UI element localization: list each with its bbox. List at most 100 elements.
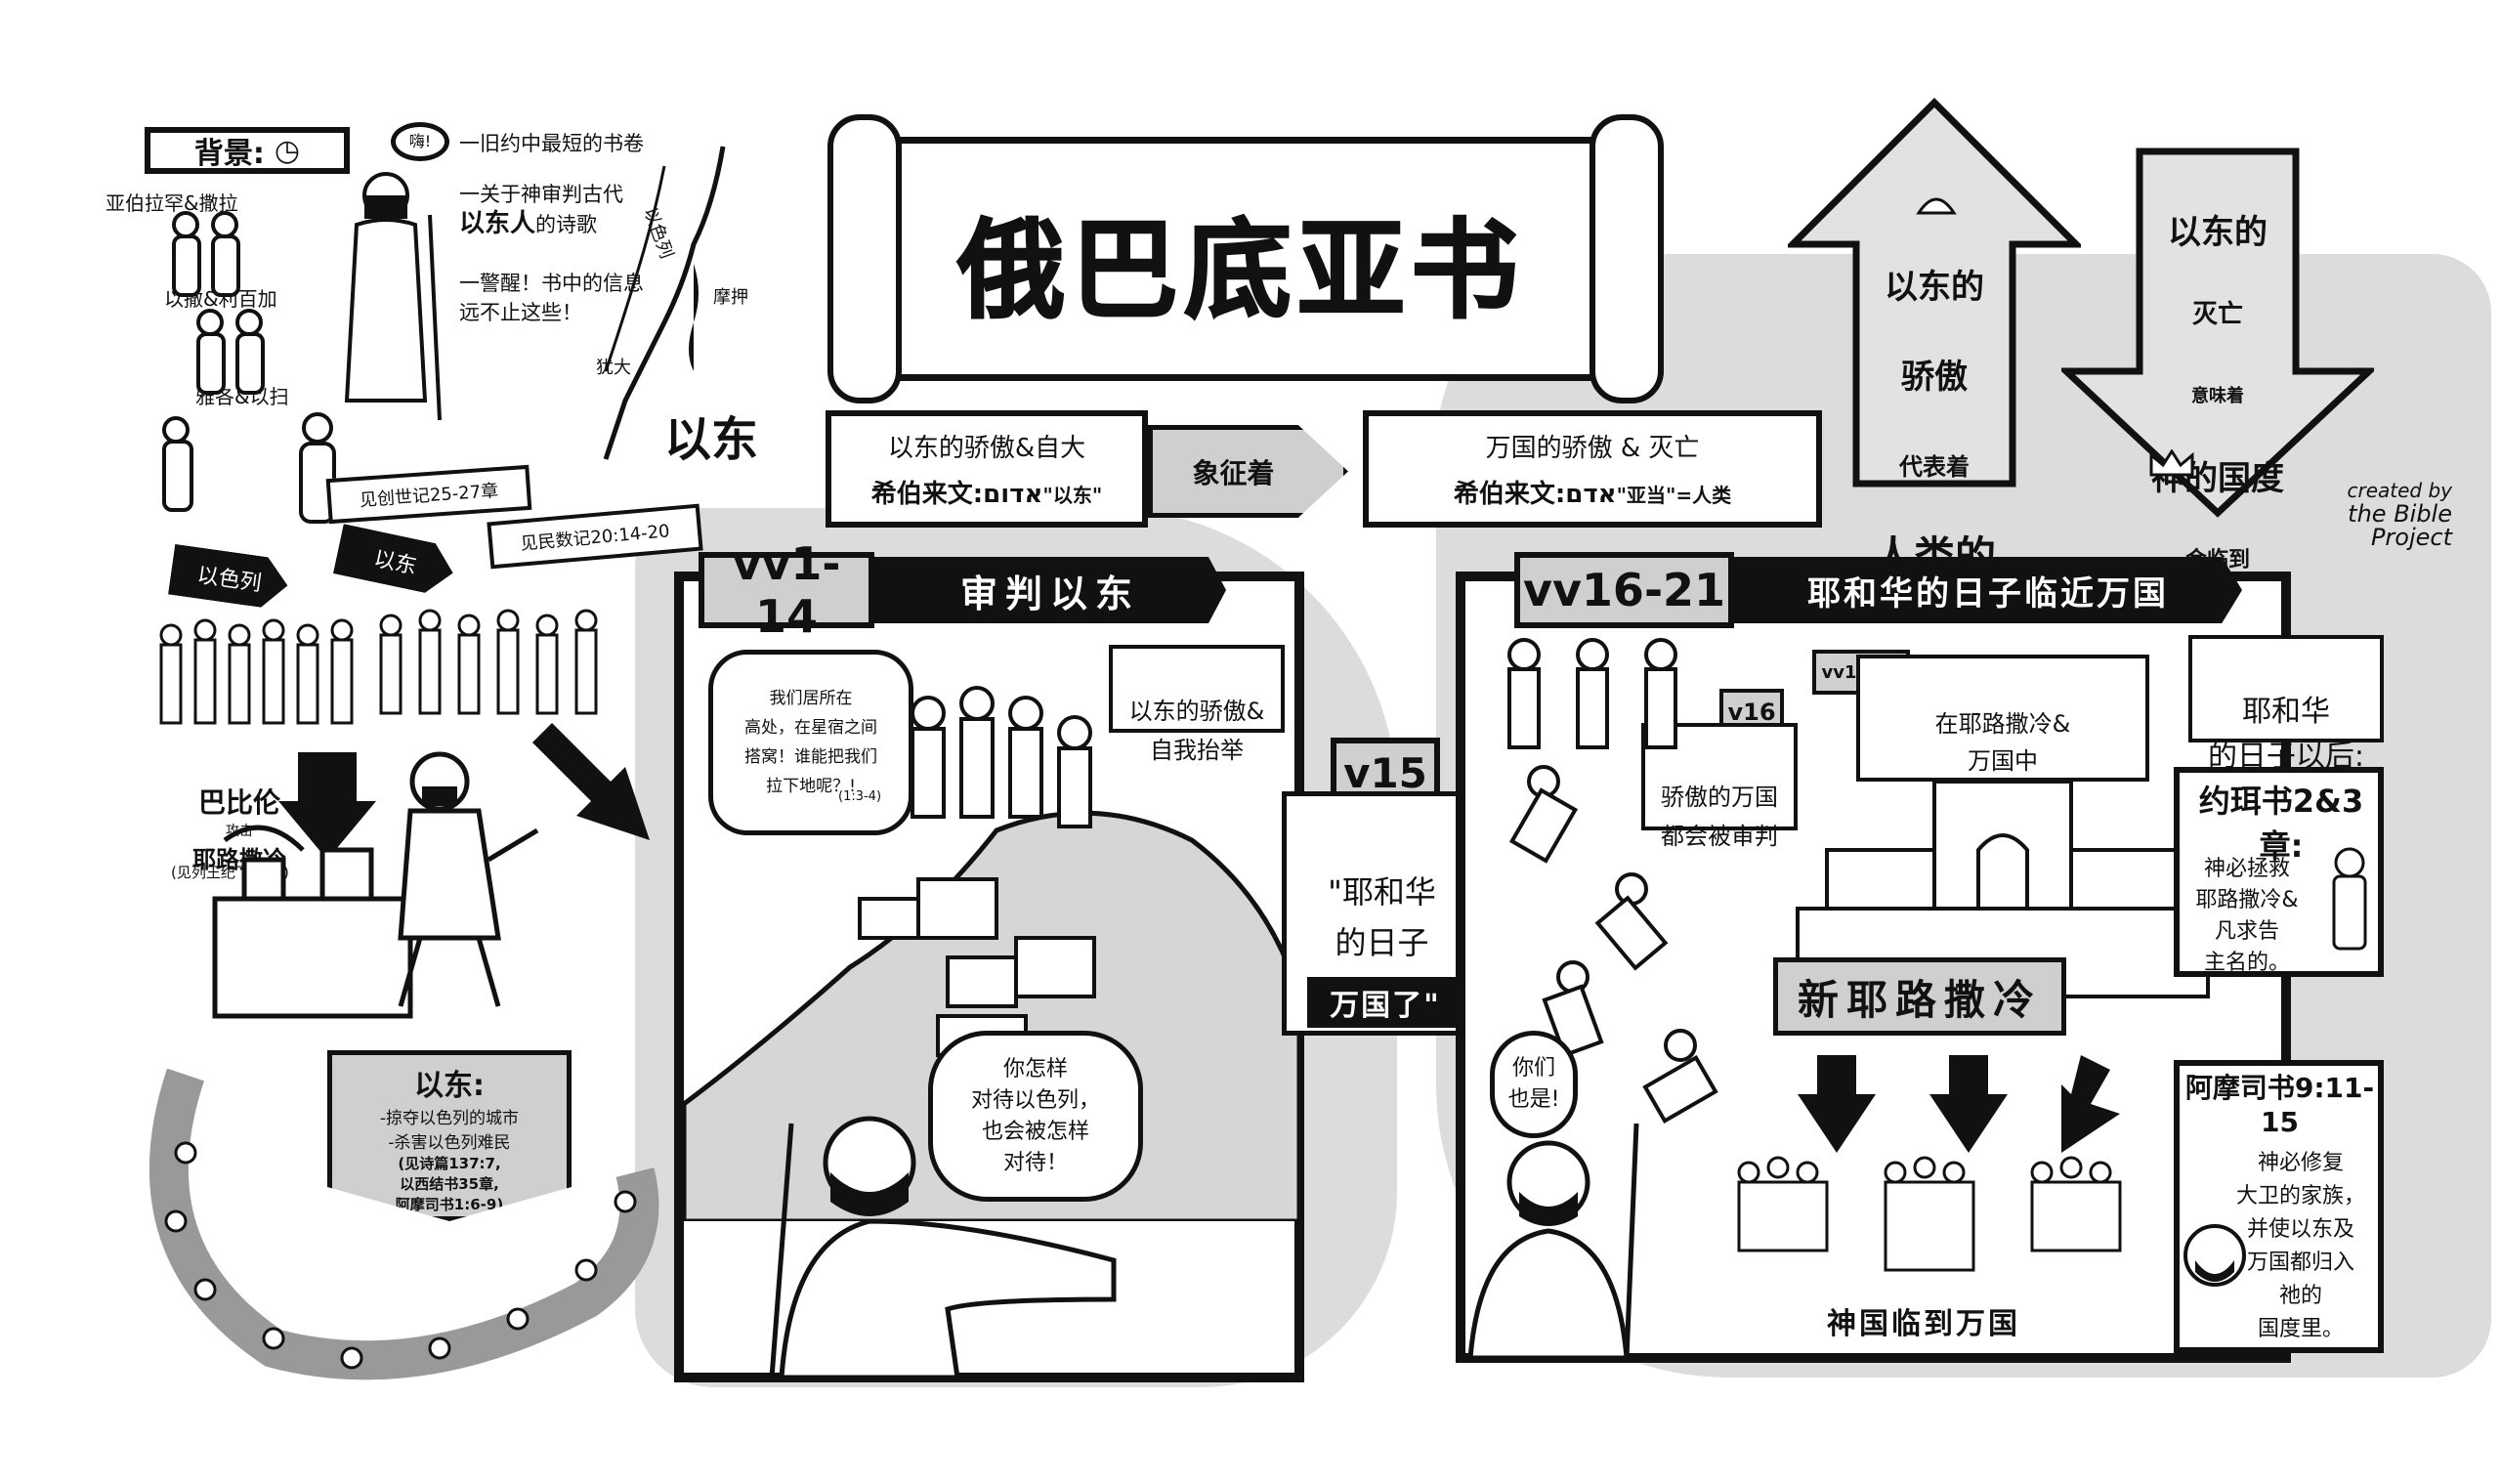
- background-label-text: 背景:: [193, 137, 265, 171]
- banner-right-line1: 万国的骄傲 & 灭亡: [1485, 434, 1700, 463]
- figure-praying-icon: [2332, 847, 2367, 951]
- prophet-pointing-illustration: [769, 1116, 1117, 1378]
- babylon-warrior-illustration: [212, 751, 539, 1019]
- map-illustration: [603, 146, 726, 460]
- ref-genesis-text: 见创世记25-27章: [359, 481, 499, 511]
- new-jerusalem-banner: 新耶路撒冷: [1773, 957, 2066, 1036]
- section1-heading: 审判以东: [959, 572, 1140, 615]
- new-jerusalem-illustration: [1796, 780, 2210, 998]
- title-text: 俄巴底亚书: [956, 207, 1524, 334]
- note-edom: 以东人: [459, 209, 536, 238]
- clock-icon: ◷: [274, 133, 301, 168]
- joel-body: 神必拯救 耶路撒冷& 凡求告 主名的。: [2195, 857, 2299, 975]
- amos-text: 神必修复 大卫的家族， 并使以东及 万国都归入 祂的 国度里。: [2218, 1114, 2384, 1346]
- amos-scroll: [2174, 1060, 2384, 1353]
- map-label-moab: 摩押: [713, 287, 748, 308]
- nations-crowds-illustration: [1737, 1156, 2122, 1272]
- note-warning: 一警醒！书中的信息: [459, 272, 644, 295]
- ref-genesis: 见创世记25-27章: [325, 464, 532, 525]
- crowd-israel-illustration: [159, 618, 354, 725]
- crown-icon: [2149, 449, 2194, 477]
- arrow-down-left-icon: [278, 752, 376, 860]
- section1-caption-box: 以东的骄傲& 自我抬举: [1109, 645, 1285, 764]
- banner-left-line2: 希伯来文:אדום"以东": [871, 474, 1103, 510]
- nations-falling-illustration: [1507, 638, 1718, 1124]
- edom-box-line5: 阿摩司书1:6-9): [395, 1196, 504, 1213]
- arrows-down-icon: [1798, 1055, 2120, 1153]
- babylon-caption: 巴比伦 攻击 耶路撒冷: [186, 782, 293, 874]
- new-jerusalem-text: 新耶路撒冷: [1797, 975, 2042, 1024]
- arrow-edom: 以东: [333, 524, 458, 598]
- v15-tail: 万国了": [1307, 977, 1463, 1028]
- edom-box-line4: 以西结书35章,: [400, 1175, 499, 1193]
- after-heading-box: 耶和华 的日子以后:: [2188, 635, 2384, 774]
- section2-verse-tag: vv16-21: [1514, 552, 1734, 628]
- arrow-israel-label: 以色列: [195, 563, 264, 597]
- section1-quote-bubble: 我们居所在 高处，在星宿之间 搭窝！谁能把我们 拉下地呢？!: [708, 650, 913, 835]
- edom-box-line3: (见诗篇137:7,: [398, 1155, 501, 1172]
- up-arrow-line3: 代表着: [1899, 453, 1970, 481]
- section2-v17-box: 在耶路撒冷& 万国中 恢复神国: [1856, 655, 2149, 812]
- section2-v16-box: 骄傲的万国 都会被审判: [1641, 723, 1798, 850]
- down-arrow-shape-icon: [2061, 148, 2374, 518]
- arrow-edom-label: 以东: [371, 546, 419, 580]
- note-warning-2: 远不止这些！: [459, 301, 582, 324]
- map-label-judah: 犹大: [596, 358, 631, 378]
- babylon-title: 巴比伦: [197, 786, 280, 819]
- section2-you-bubble: 你们 也是!: [1490, 1031, 1578, 1138]
- down-arrow-line3: 意味着: [2191, 386, 2244, 406]
- banner-left-line1: 以东的骄傲&自大: [887, 434, 1086, 463]
- section2-heading: 耶和华的日子临近万国: [1807, 573, 2169, 614]
- section1-header: 审判以东: [874, 557, 1226, 623]
- down-arrow-line1: 以东的: [2168, 213, 2268, 252]
- credit-line2: the Bible Project: [2348, 500, 2452, 551]
- edom-box: 以东: -掠夺以色列的城市 -杀害以色列难民 (见诗篇137:7, 以西结书35…: [327, 1050, 572, 1221]
- scroll-roll-right-icon: [1590, 114, 1664, 403]
- banner-left: 以东的骄傲&自大 希伯来文:אדום"以东": [826, 410, 1148, 528]
- section1-quote: 我们居所在 高处，在星宿之间 搭窝！谁能把我们 拉下地呢？!: [744, 689, 877, 796]
- crowd-circle-illustration: [148, 1068, 659, 1380]
- arrow-israel: 以色列: [168, 544, 291, 611]
- note-poem-tail: 的诗歌: [535, 213, 598, 236]
- section2-v16-text: 骄傲的万国 都会被审判: [1661, 784, 1778, 850]
- note-poem: 一关于神审判古代: [459, 183, 623, 206]
- up-arrow-shape-icon: [1788, 98, 2081, 488]
- banner-right-prefix: 希伯来文:: [1453, 480, 1566, 509]
- section2-v16-label: v16: [1727, 699, 1776, 726]
- section2-bottom: 神国临到万国: [1827, 1307, 2020, 1341]
- arrow-down-right-icon: [532, 723, 650, 840]
- banner-left-hebrew: אדום: [983, 480, 1043, 509]
- section1-prophet-bubble: 你怎样 对待以色列， 也会被怎样 对待！: [928, 1031, 1143, 1202]
- banner-right-word: "亚当"=人类: [1616, 484, 1732, 507]
- banner-right-hebrew: אדם: [1565, 480, 1617, 509]
- banner-left-word: "以东": [1042, 484, 1103, 507]
- banner-right-line2: 希伯来文:אדם"亚当"=人类: [1454, 474, 1731, 510]
- prophet-right-illustration: [1467, 1124, 1639, 1358]
- symbol-arrow: 象征着: [1148, 425, 1348, 518]
- symbol-arrow-text: 象征着: [1192, 456, 1275, 489]
- down-arrow-line2: 灭亡: [2191, 300, 2243, 329]
- helmet-icon: [1916, 197, 1957, 215]
- banner-left-prefix: 希伯来文:: [870, 480, 984, 509]
- prophet-small-bubble: 嗨!: [391, 122, 449, 161]
- background-notes: 一旧约中最短的书卷 一关于神审判古代 以东人的诗歌 一警醒！书中的信息 远不止这…: [459, 129, 655, 327]
- joel-text: 神必拯救 耶路撒冷& 凡求告 主名的。: [2179, 823, 2315, 979]
- ref-numbers-text: 见民数记20:14-20: [519, 521, 671, 555]
- family-figures-illustration: [162, 211, 265, 512]
- amos-body: 神必修复 大卫的家族， 并使以东及 万国都归入 祂的 国度里。: [2235, 1151, 2365, 1341]
- section2-header: 耶和华的日子临近万国: [1734, 557, 2242, 623]
- amos-title: 阿摩司书9:11-15: [2184, 1072, 2375, 1138]
- section2-you-too: 你们 也是!: [1507, 1056, 1560, 1112]
- pair-abraham: 亚伯拉罕&撒拉: [106, 191, 238, 215]
- credit: created by the Bible Project: [2276, 479, 2452, 549]
- edom-box-line2: -杀害以色列难民: [388, 1133, 511, 1153]
- note-edom-line: 以东人的诗歌: [459, 209, 655, 239]
- up-arrow-line1: 以东的: [1885, 268, 1984, 307]
- prophet-illustration: [344, 172, 442, 421]
- section1-prophet-quote: 你怎样 对待以色列， 也会被怎样 对待！: [970, 1056, 1100, 1175]
- after-heading: 耶和华 的日子以后:: [2207, 695, 2365, 774]
- edom-box-line1: -掠夺以色列的城市: [379, 1109, 520, 1128]
- david-face-icon: [2183, 1224, 2246, 1287]
- banner-right: 万国的骄傲 & 灭亡 希伯来文:אדם"亚当"=人类: [1363, 410, 1822, 528]
- section1-caption: 以东的骄傲& 自我抬举: [1128, 698, 1265, 764]
